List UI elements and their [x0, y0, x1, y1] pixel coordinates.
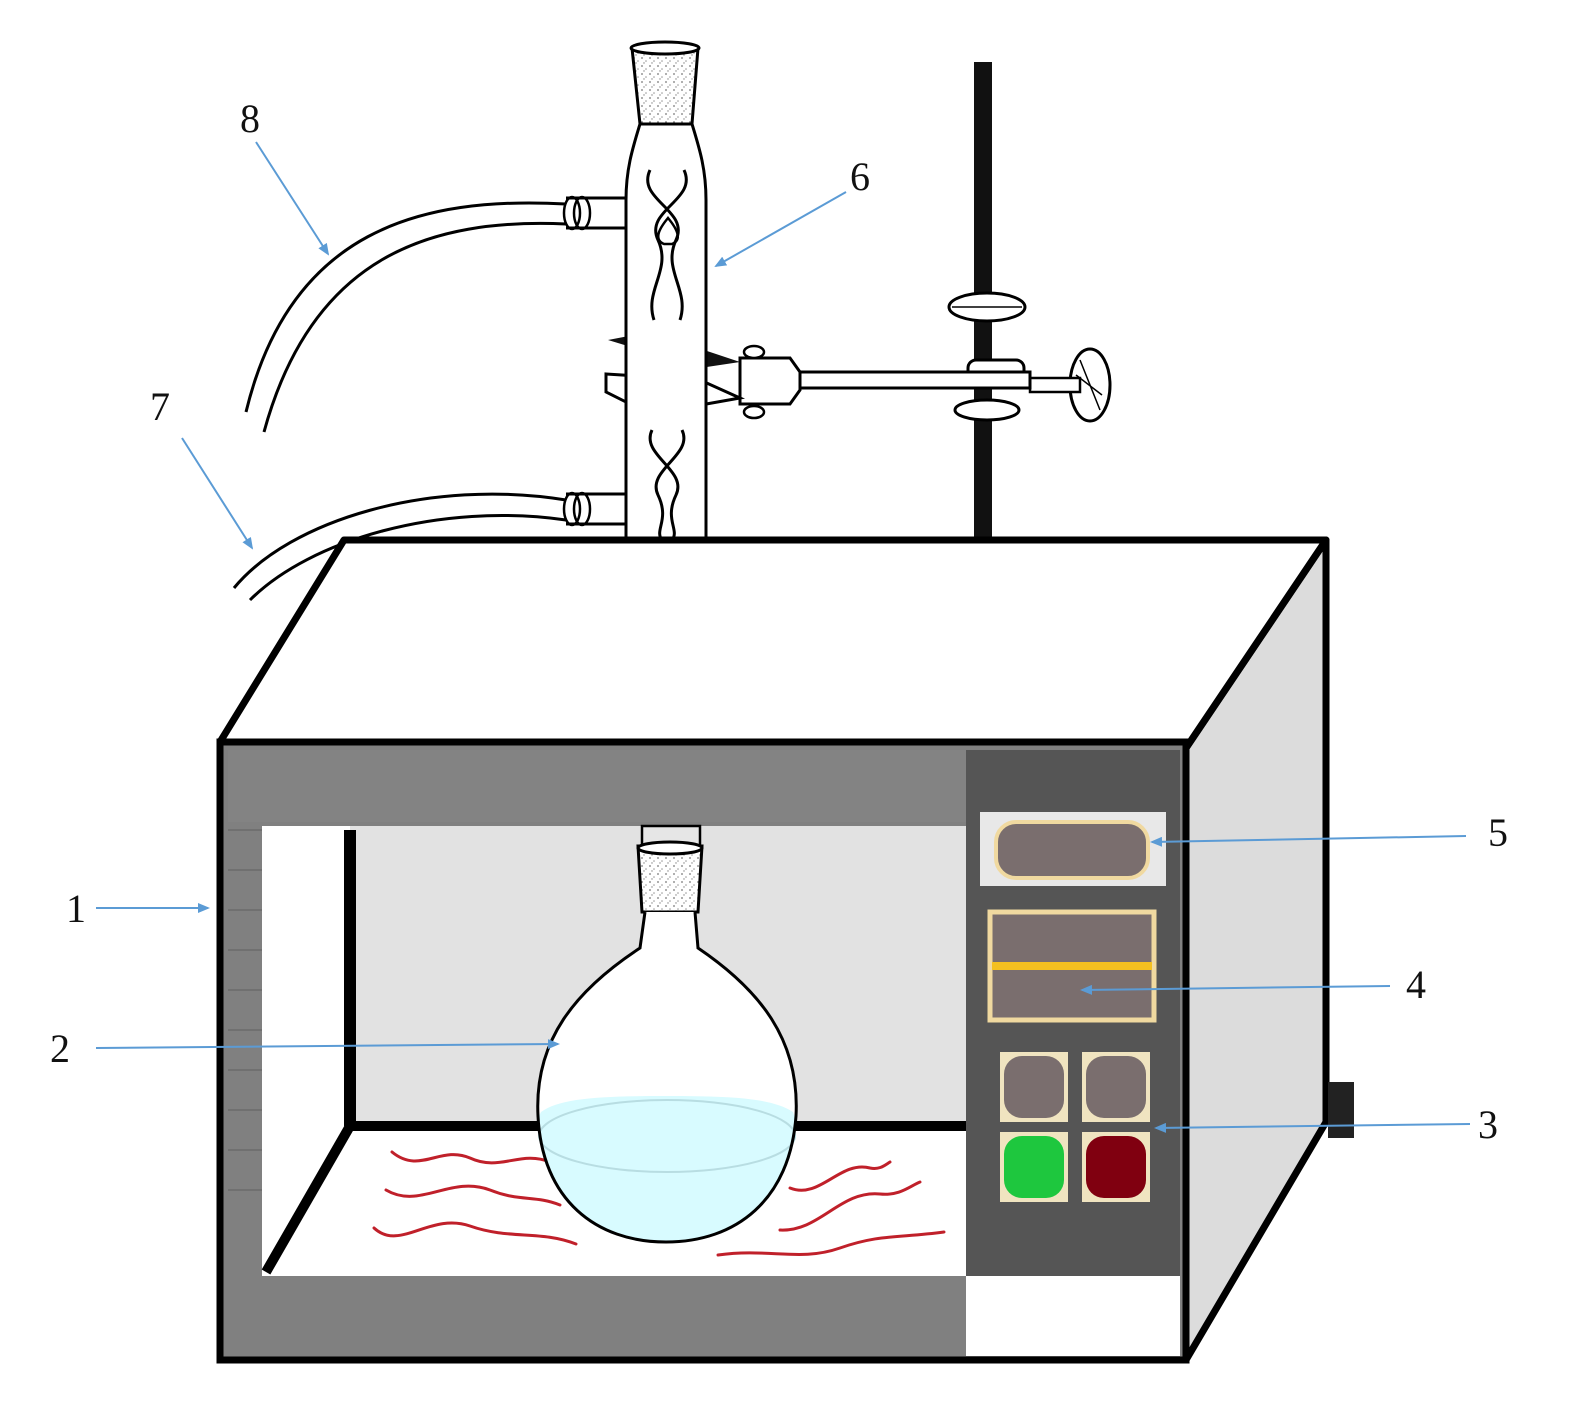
arrow-3 — [1154, 1122, 1471, 1133]
control-button — [1004, 1056, 1064, 1118]
callout-labels: 1 2 3 4 5 6 7 8 — [50, 96, 1508, 1147]
arrow-7 — [181, 437, 254, 550]
round-bottom-flask — [536, 824, 798, 1244]
stop-button — [1086, 1136, 1146, 1198]
arrow-2 — [95, 1039, 560, 1050]
start-button — [1004, 1136, 1064, 1198]
arrow-8 — [255, 141, 330, 256]
callout-8: 8 — [240, 96, 260, 141]
display-panel — [994, 820, 1150, 880]
retort-stand — [947, 62, 1112, 548]
callout-6: 6 — [850, 154, 870, 199]
callout-5: 5 — [1488, 810, 1508, 855]
arrow-5 — [1150, 835, 1467, 847]
condenser-tubing — [232, 201, 567, 602]
callout-1: 1 — [66, 886, 86, 931]
callout-arrows — [95, 141, 1471, 1133]
callout-7: 7 — [150, 384, 170, 429]
arrow-4 — [1080, 984, 1391, 995]
microwave-oven — [216, 536, 1354, 1364]
heat-waves — [372, 1150, 946, 1257]
arrow-6 — [714, 191, 847, 267]
callout-3: 3 — [1478, 1102, 1498, 1147]
callout-4: 4 — [1406, 962, 1426, 1007]
control-panel — [966, 750, 1180, 1356]
callout-2: 2 — [50, 1026, 70, 1071]
control-button — [1086, 1056, 1146, 1118]
